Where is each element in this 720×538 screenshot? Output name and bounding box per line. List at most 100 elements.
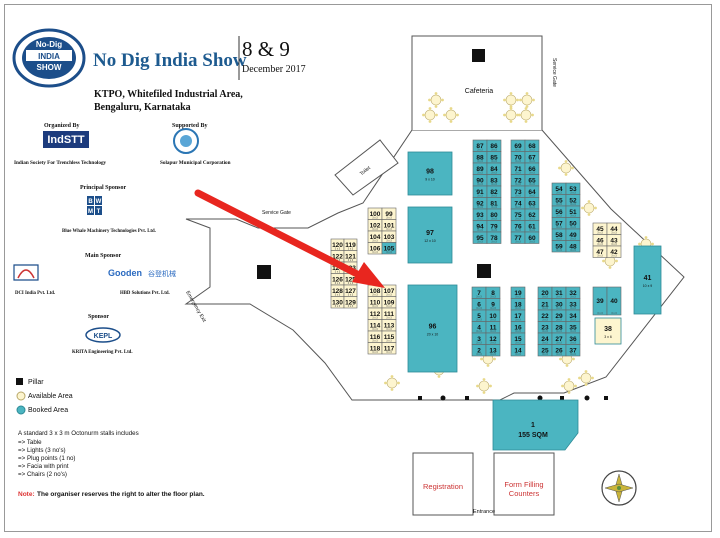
stall-45-dim: 3 x 3: [597, 232, 603, 235]
stall-39-label: 39: [596, 298, 604, 305]
stall-95: 953 x 3: [472, 231, 488, 244]
stall-90: 903 x 3: [472, 174, 488, 187]
stall-49-label: 49: [569, 232, 577, 239]
stall-16: 163 x 3: [510, 321, 526, 334]
stall-14-box: [510, 344, 526, 357]
stall-34-label: 34: [569, 313, 577, 320]
stall-44-label: 44: [610, 226, 618, 233]
bwmt-block-1: [95, 196, 102, 205]
stall-57-label: 57: [555, 220, 563, 227]
stall-31-label: 31: [555, 290, 563, 297]
table-top: [583, 202, 595, 214]
stall-21-label: 21: [541, 301, 549, 308]
hall-pillar-round-0: [440, 395, 446, 401]
stall-47-dim: 3 x 3: [597, 255, 603, 258]
stall-116-label: 116: [370, 334, 381, 341]
stall-108-dim: 3 x 3: [372, 294, 378, 297]
chair: [449, 107, 453, 110]
chair: [456, 113, 459, 117]
stall-81-label: 81: [490, 200, 498, 207]
stall-68: 683 x 3: [524, 139, 540, 152]
stall-86-dim: 3 x 3: [491, 149, 497, 152]
dci-logo: [13, 264, 39, 281]
chair: [437, 375, 441, 378]
stall-10: 103 x 3: [485, 309, 501, 322]
stall-107-dim: 3 x 3: [386, 294, 392, 297]
stall-29: 293 x 3: [551, 309, 567, 322]
registration-label: Registration: [423, 482, 463, 491]
stall-83: 833 x 3: [486, 174, 502, 187]
stall-48-box: [565, 240, 581, 253]
stall-119-dim: 3 x 3: [348, 248, 354, 251]
stall-128-label: 128: [332, 288, 343, 295]
stall-97-label: 97: [426, 230, 434, 237]
stall-118-label: 118: [370, 345, 381, 352]
stall-50-label: 50: [569, 220, 577, 227]
hall-pillar-small-0: [418, 396, 422, 400]
stall-42: 423 x 3: [606, 245, 622, 258]
stall-18-dim: 3 x 3: [515, 307, 521, 310]
stall-30-dim: 3 x 3: [556, 307, 562, 310]
chair: [572, 357, 575, 361]
stall-19-label: 19: [514, 290, 522, 297]
stall-56-label: 56: [555, 209, 563, 216]
cafeteria-label: Cafeteria: [465, 88, 494, 95]
stall-22: 223 x 3: [537, 309, 553, 322]
chair: [591, 376, 594, 380]
chair: [509, 120, 513, 123]
stall-75: 753 x 3: [510, 208, 526, 221]
bwmt-block-2: [87, 206, 94, 215]
show-dates: 8 & 9: [242, 37, 290, 61]
stall-37: 373 x 3: [565, 344, 581, 357]
chair: [584, 370, 588, 373]
stall-75-dim: 3 x 3: [515, 218, 521, 221]
stall-127-dim: 3 x 3: [348, 294, 354, 297]
stall-53-dim: 3 x 3: [570, 192, 576, 195]
stall-42-dim: 3 x 3: [611, 255, 617, 258]
stall-74-dim: 3 x 3: [515, 206, 521, 209]
stall-86: 863 x 3: [486, 139, 502, 152]
stall-21: 213 x 3: [537, 298, 553, 311]
stall-21-dim: 3 x 3: [542, 307, 548, 310]
stall-105-dim: 3 x 3: [386, 251, 392, 254]
hall-pillar-center: [477, 264, 491, 278]
stall-14: 143 x 3: [510, 344, 526, 357]
stall-38-label: 38: [604, 326, 612, 333]
stall-2-label: 2: [477, 347, 481, 354]
chair: [608, 266, 612, 269]
chair: [567, 391, 571, 394]
stall-98-box: [407, 151, 453, 196]
chair: [518, 113, 521, 117]
stall-27-dim: 3 x 3: [556, 342, 562, 345]
stall-85-label: 85: [490, 154, 498, 161]
stall-16-label: 16: [514, 324, 522, 331]
chair: [428, 98, 431, 102]
hall-table-6: [561, 378, 577, 394]
stall-55-label: 55: [555, 197, 563, 204]
stall-110-label: 110: [370, 299, 381, 306]
stall-62-dim: 3 x 3: [529, 218, 535, 221]
stall-89-label: 89: [476, 166, 484, 173]
stall-77: 773 x 3: [510, 231, 526, 244]
compass-rose: [601, 470, 637, 506]
stall-114-label: 114: [370, 322, 381, 329]
stall-60-label: 60: [528, 235, 536, 242]
stall-61: 613 x 3: [524, 220, 540, 233]
stall-1-label: 1: [531, 422, 535, 429]
table-top: [563, 380, 575, 392]
stall-5-label: 5: [477, 313, 481, 320]
pointer-arrow-shaft: [194, 189, 369, 282]
stall-90-dim: 3 x 3: [477, 183, 483, 186]
stall-64-dim: 3 x 3: [529, 195, 535, 198]
legend-available-swatch: [16, 391, 26, 401]
stall-35-label: 35: [569, 324, 577, 331]
stall-28-dim: 3 x 3: [556, 330, 562, 333]
stall-90-label: 90: [476, 177, 484, 184]
pointer-arrow-head: [352, 262, 385, 288]
stall-88-label: 88: [476, 154, 484, 161]
service-gate-right: Service Gate: [551, 58, 557, 87]
